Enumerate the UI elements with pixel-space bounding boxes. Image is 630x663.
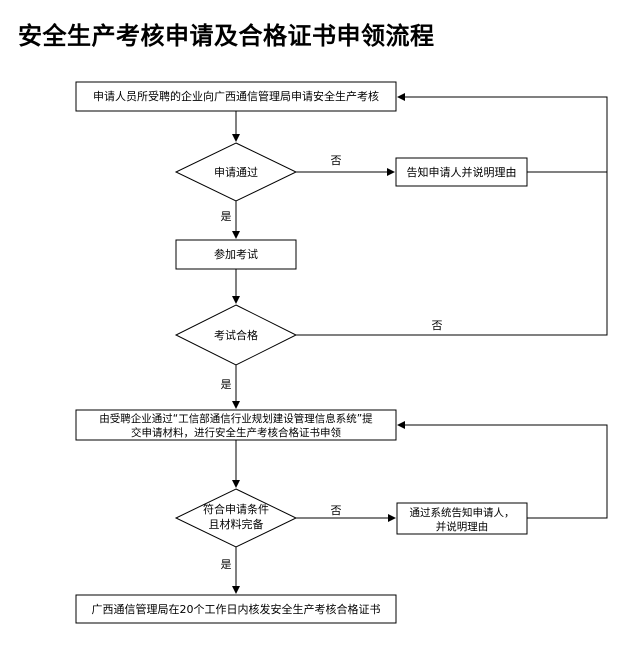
edge-label-yes-2: 是	[221, 378, 232, 391]
edge-label-yes-3: 是	[221, 558, 232, 571]
node-exam: 参加考试	[175, 239, 297, 270]
node-issue: 广西通信管理局在20个工作日内核发安全生产考核合格证书	[75, 594, 397, 624]
node-notify-reason: 告知申请人并说明理由	[395, 157, 528, 187]
node-issue-label: 广西通信管理局在20个工作日内核发安全生产考核合格证书	[92, 602, 381, 616]
node-eligible-label-1: 符合申请条件	[203, 502, 269, 516]
node-sys-notify-label-2: 并说明理由	[436, 520, 489, 533]
node-exam-pass: 考试合格	[174, 304, 298, 366]
node-apply-label: 申请人员所受聘的企业向广西通信管理局申请安全生产考核	[93, 89, 379, 103]
node-eligible-label-2: 且材料完备	[209, 517, 264, 531]
edge-label-no-3: 否	[331, 504, 342, 517]
node-apply-pass: 申请通过	[174, 142, 298, 202]
node-submit-label-1: 由受聘企业通过“工信部通信行业规划建设管理信息系统”提	[99, 412, 373, 425]
edge-label-yes-1: 是	[221, 210, 232, 223]
node-sys-notify-label-1: 通过系统告知申请人，	[410, 506, 515, 519]
node-exam-label: 参加考试	[214, 247, 258, 261]
node-eligible: 符合申请条件 且材料完备	[174, 488, 298, 548]
node-apply: 申请人员所受聘的企业向广西通信管理局申请安全生产考核	[75, 81, 397, 112]
node-notify-reason-label: 告知申请人并说明理由	[407, 165, 517, 179]
edge-exam-fail-to-loop	[296, 172, 608, 336]
edge-label-no-1: 否	[331, 154, 342, 167]
node-sys-notify: 通过系统告知申请人， 并说明理由	[396, 502, 528, 535]
node-submit-label-2: 交申请材料，进行安全生产考核合格证书申领	[131, 426, 341, 439]
node-apply-pass-label: 申请通过	[214, 166, 258, 179]
page-title: 安全生产考核申请及合格证书申领流程	[18, 22, 435, 50]
edge-notify-to-apply	[397, 93, 608, 173]
edge-sys-notify-to-submit	[397, 421, 608, 519]
node-submit: 由受聘企业通过“工信部通信行业规划建设管理信息系统”提 交申请材料，进行安全生产…	[75, 409, 397, 441]
edge-label-no-2: 否	[432, 319, 443, 332]
node-exam-pass-label: 考试合格	[214, 328, 258, 342]
